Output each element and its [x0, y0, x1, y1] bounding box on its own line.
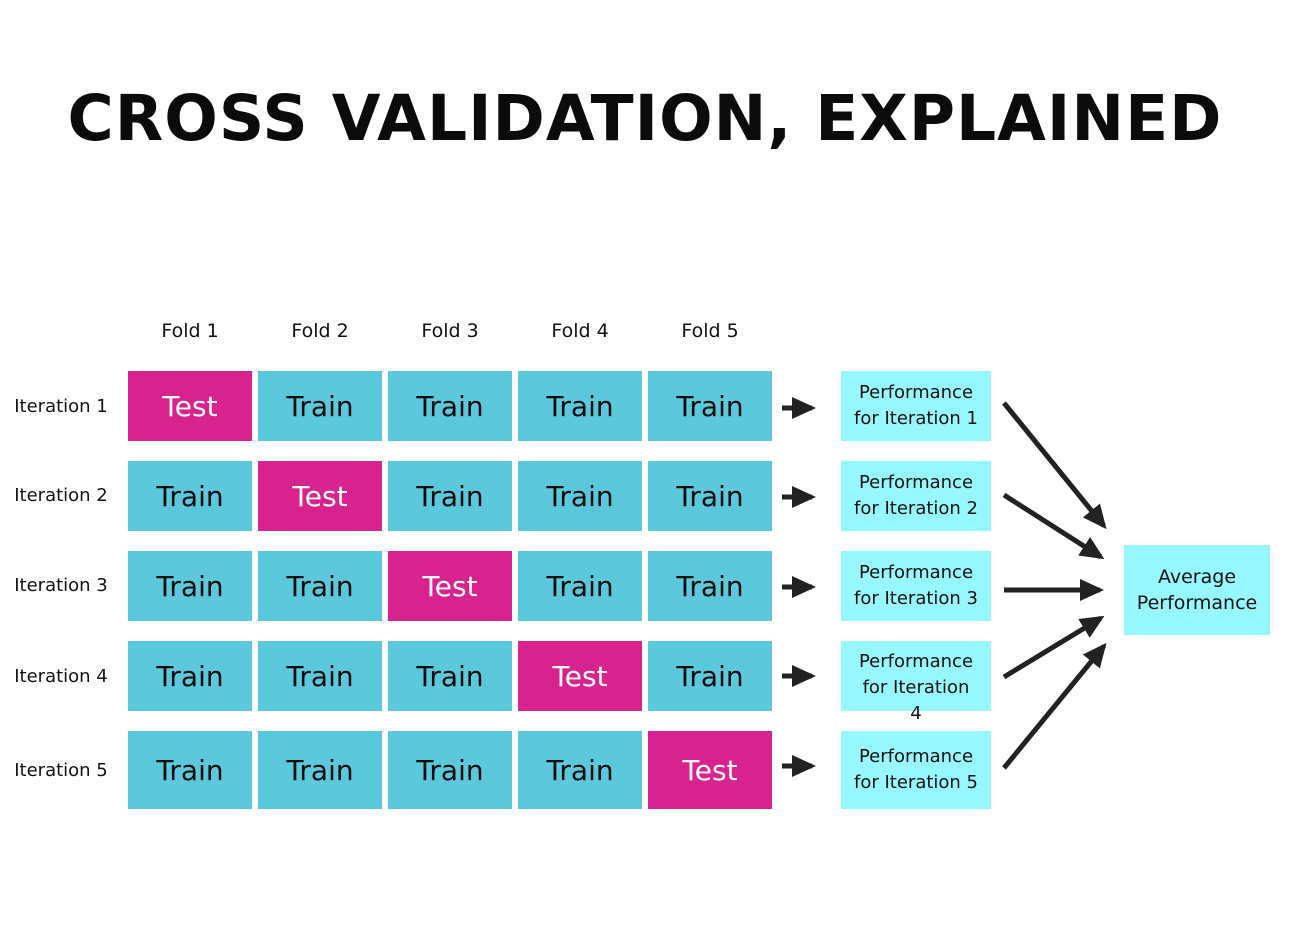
- performance-box-5: Performance for Iteration 5: [841, 731, 991, 809]
- performance-box-4: Performance for Iteration 4: [841, 641, 991, 724]
- arrow-converge-4: [1002, 615, 1105, 680]
- fold-label-3: Fold 3: [421, 320, 479, 342]
- arrow-converge-5: [1002, 642, 1107, 770]
- cell-iter5-fold4: Train: [518, 731, 642, 809]
- fold-label-2: Fold 2: [291, 320, 349, 342]
- cell-iter4-fold5: Train: [648, 641, 772, 711]
- cell-iter2-fold4: Train: [518, 461, 642, 531]
- cell-iter4-fold4: Test: [518, 641, 642, 711]
- fold-label-4: Fold 4: [551, 320, 609, 342]
- iteration-label-1: Iteration 1: [14, 396, 108, 417]
- cell-iter5-fold5: Test: [648, 731, 772, 809]
- average-performance-box: Average Performance: [1124, 545, 1270, 635]
- cell-iter2-fold1: Train: [128, 461, 252, 531]
- iteration-label-5: Iteration 5: [14, 760, 108, 781]
- cell-iter1-fold1: Test: [128, 371, 252, 441]
- cell-iter1-fold4: Train: [518, 371, 642, 441]
- fold-label-5: Fold 5: [681, 320, 739, 342]
- cell-iter1-fold5: Train: [648, 371, 772, 441]
- cell-iter5-fold1: Train: [128, 731, 252, 809]
- cell-iter2-fold3: Train: [388, 461, 512, 531]
- arrow-converge-1: [1002, 401, 1107, 530]
- diagram-title: CROSS VALIDATION, EXPLAINED: [67, 82, 1223, 155]
- cell-iter4-fold1: Train: [128, 641, 252, 711]
- cell-iter3-fold2: Train: [258, 551, 382, 621]
- cell-iter4-fold3: Train: [388, 641, 512, 711]
- cell-iter3-fold3: Test: [388, 551, 512, 621]
- arrow-converge-2: [1002, 492, 1105, 560]
- cell-iter5-fold2: Train: [258, 731, 382, 809]
- cell-iter5-fold3: Train: [388, 731, 512, 809]
- iteration-label-3: Iteration 3: [14, 575, 108, 596]
- cell-iter1-fold3: Train: [388, 371, 512, 441]
- cell-iter2-fold2: Test: [258, 461, 382, 531]
- cell-iter4-fold2: Train: [258, 641, 382, 711]
- performance-box-2: Performance for Iteration 2: [841, 461, 991, 531]
- iteration-label-4: Iteration 4: [14, 666, 108, 687]
- performance-box-1: Performance for Iteration 1: [841, 371, 991, 441]
- cell-iter1-fold2: Train: [258, 371, 382, 441]
- cell-iter3-fold5: Train: [648, 551, 772, 621]
- performance-box-3: Performance for Iteration 3: [841, 551, 991, 621]
- cell-iter2-fold5: Train: [648, 461, 772, 531]
- cell-iter3-fold1: Train: [128, 551, 252, 621]
- iteration-label-2: Iteration 2: [14, 485, 108, 506]
- fold-label-1: Fold 1: [161, 320, 219, 342]
- cell-iter3-fold4: Train: [518, 551, 642, 621]
